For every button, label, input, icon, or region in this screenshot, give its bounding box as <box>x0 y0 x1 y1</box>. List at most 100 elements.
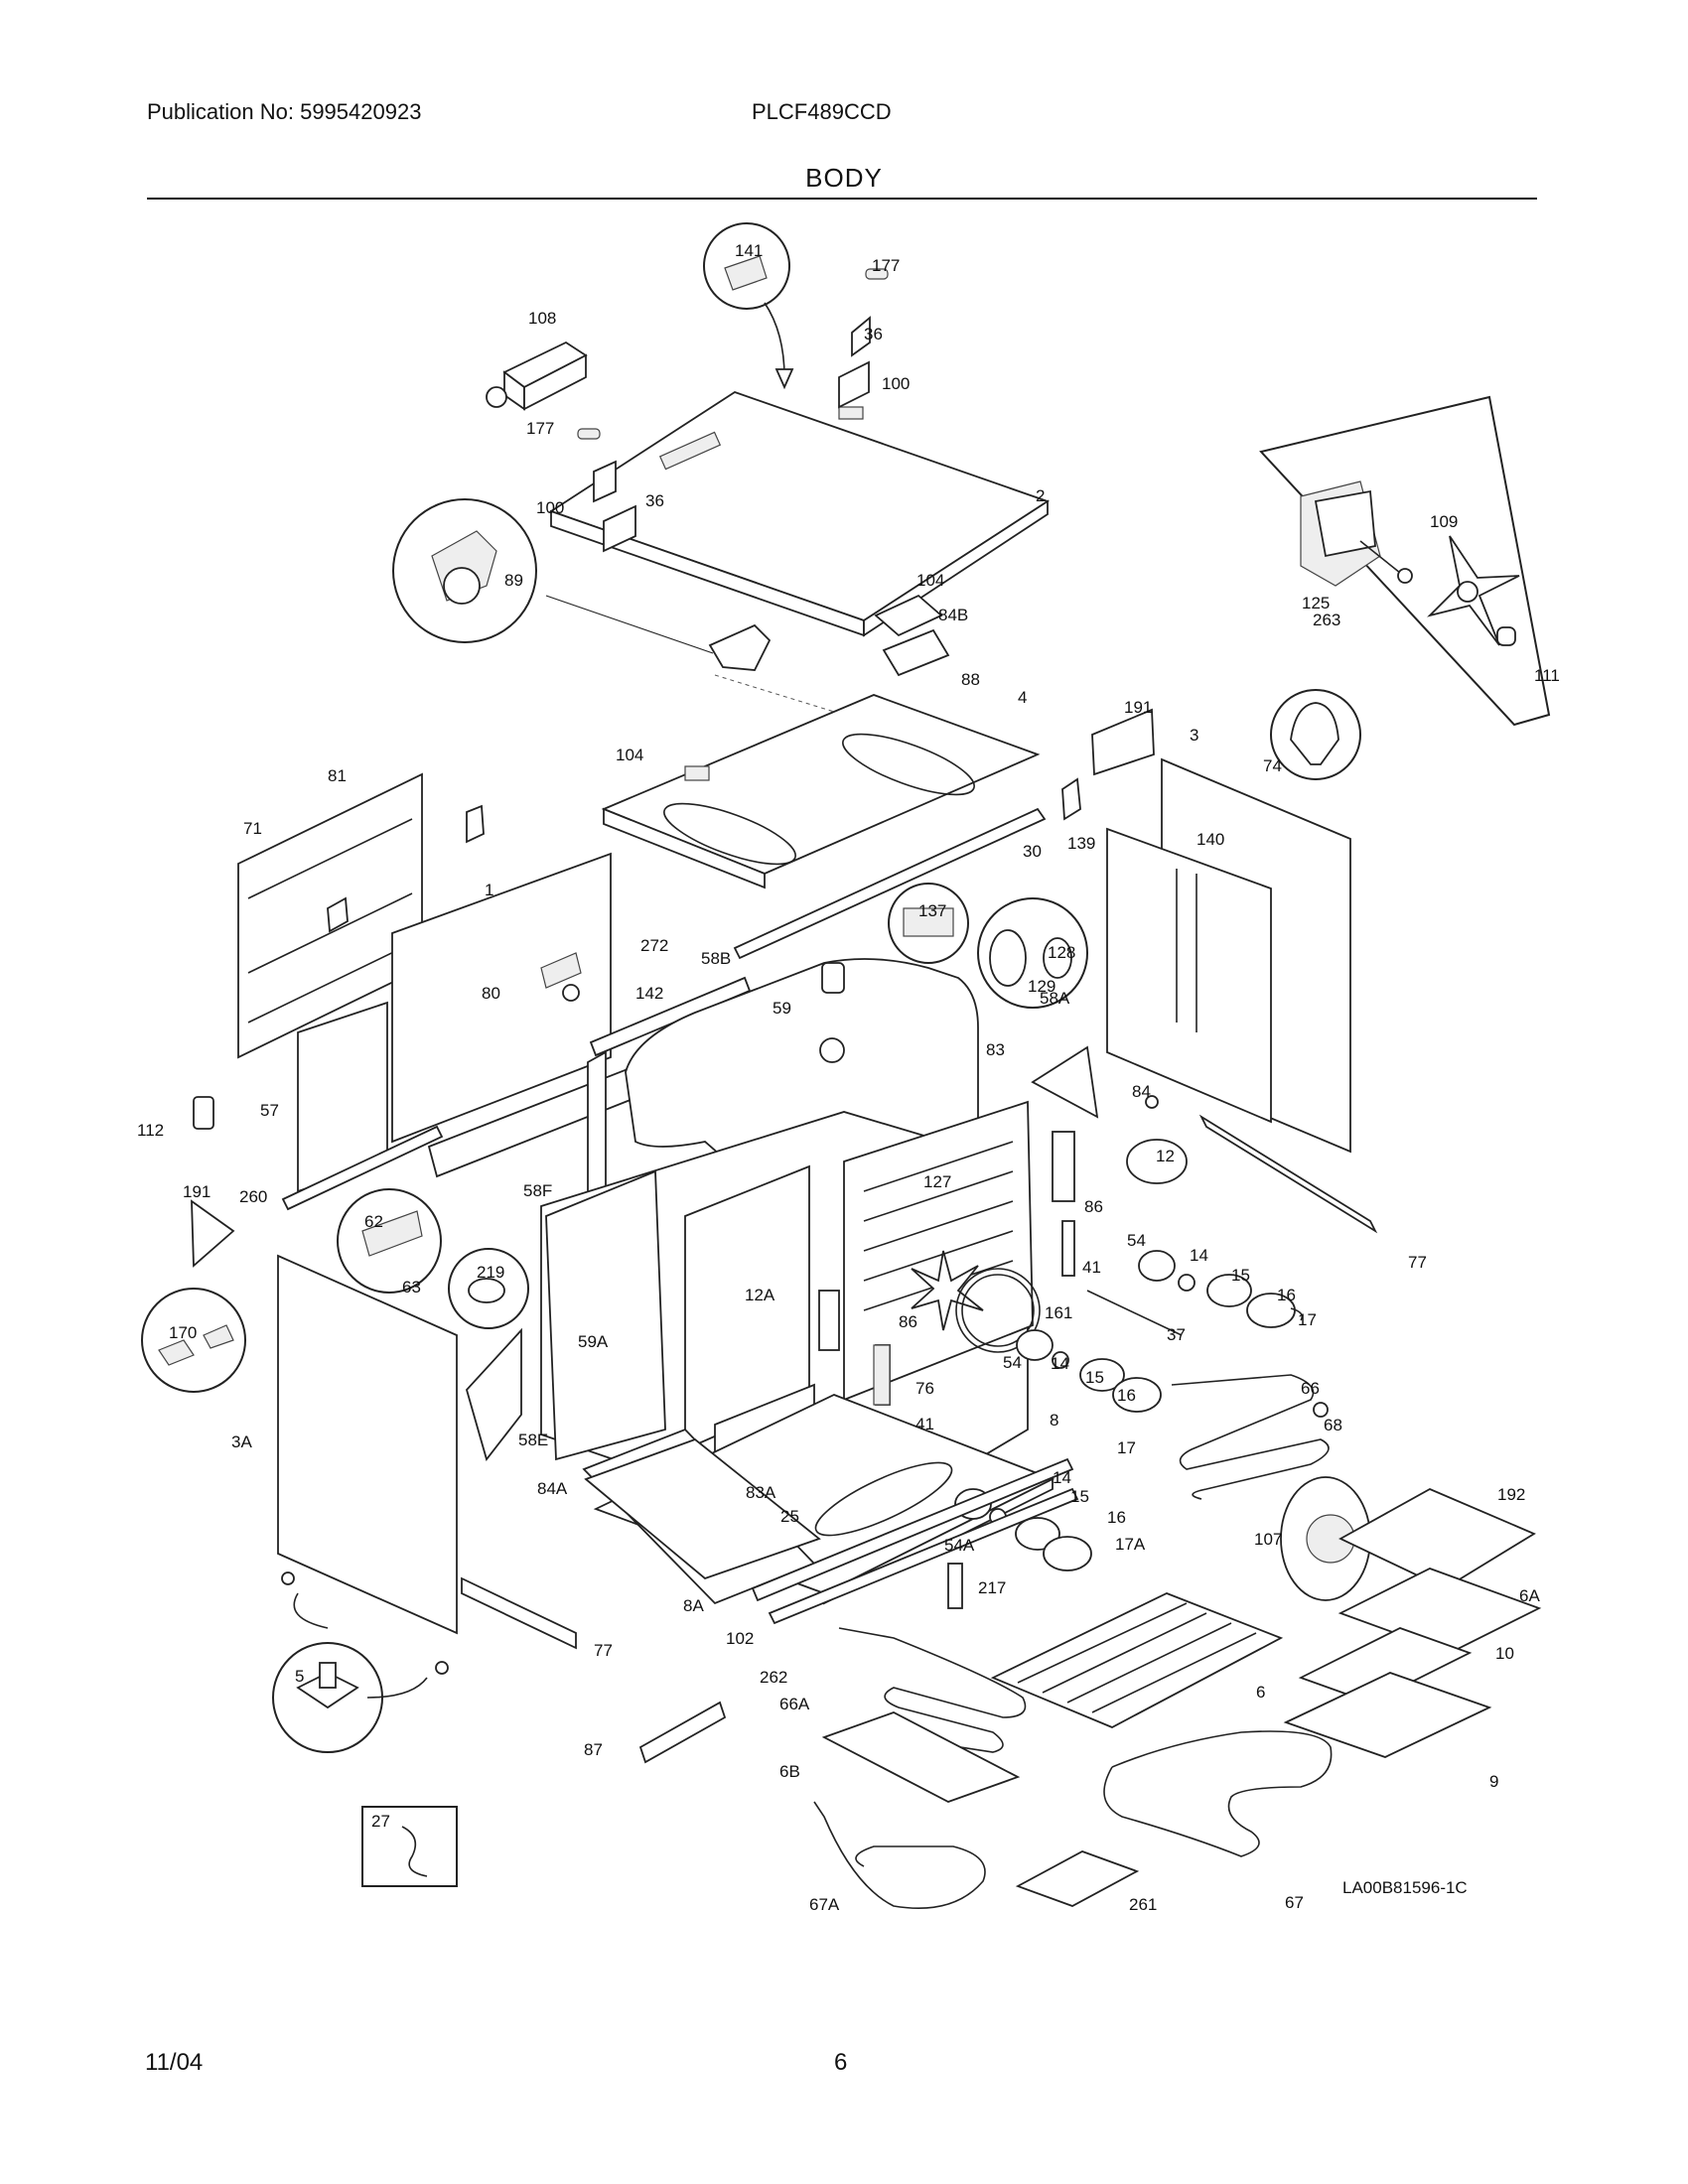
callout-label: 84A <box>537 1479 568 1498</box>
callout-label: 67A <box>809 1895 840 1914</box>
callout-label: 81 <box>328 766 347 785</box>
leveling-leg-5 <box>272 1571 449 1753</box>
callout-label: 161 <box>1045 1303 1072 1322</box>
bake-element-67a <box>813 1801 986 1909</box>
callout-label: 12 <box>1156 1147 1175 1165</box>
callout-label: 4 <box>1018 688 1027 707</box>
callout-label: 54A <box>944 1536 975 1555</box>
callout-label: 14 <box>1053 1468 1071 1487</box>
callout-label: 137 <box>918 901 946 920</box>
callout-label: 17A <box>1115 1535 1146 1554</box>
callout-label: 127 <box>923 1172 951 1191</box>
callout-label: 14 <box>1190 1246 1208 1265</box>
side-rail-77-left <box>461 1576 577 1650</box>
callout-label: 58F <box>523 1181 552 1200</box>
callout-label: 262 <box>760 1668 787 1687</box>
detail-circle-170 <box>141 1288 246 1393</box>
block-112 <box>193 1096 214 1130</box>
callout-label: 37 <box>1167 1325 1186 1344</box>
mounting-brackets-top <box>577 268 889 553</box>
callout-label: 219 <box>477 1263 504 1282</box>
callout-label: 16 <box>1117 1386 1136 1405</box>
callout-label: 41 <box>915 1415 934 1433</box>
callout-label: 15 <box>1231 1266 1250 1285</box>
broil-element-67 <box>1103 1730 1333 1857</box>
callout-label: 86 <box>1084 1197 1103 1216</box>
callout-label: 84B <box>938 606 968 624</box>
callout-label: 129 <box>1028 977 1055 996</box>
callout-label: 86 <box>899 1312 917 1331</box>
callout-label: 260 <box>239 1187 267 1206</box>
callout-label: 6B <box>779 1762 800 1781</box>
callout-label: 87 <box>584 1740 603 1759</box>
callout-label: 140 <box>1196 830 1224 849</box>
side-brackets-right <box>1061 708 1155 821</box>
callout-label: 16 <box>1107 1508 1126 1527</box>
convection-fan-blade <box>911 1250 984 1331</box>
lamp-parts-middle <box>1016 1329 1162 1413</box>
callout-label: 9 <box>1489 1772 1498 1791</box>
bracket-84 <box>1031 1045 1099 1119</box>
callout-label: 3 <box>1190 726 1198 745</box>
lamp-assembly-12 <box>1126 1095 1188 1184</box>
broil-pan-grid-192 <box>1338 1487 1536 1590</box>
model-number: PLCF489CCD <box>752 99 892 124</box>
callout-label: 142 <box>635 984 663 1003</box>
callout-label: 217 <box>978 1578 1006 1597</box>
detail-circle-62 <box>337 1188 442 1294</box>
callout-label: 15 <box>1085 1368 1104 1387</box>
callout-label: 59 <box>773 999 791 1018</box>
callout-label: 12A <box>745 1286 775 1304</box>
callout-label: 104 <box>616 746 643 764</box>
callout-label: 170 <box>169 1323 197 1342</box>
callout-label: 63 <box>402 1278 421 1297</box>
page-number: 6 <box>834 2049 848 2076</box>
bottom-drawer-liner-8a <box>584 1437 821 1580</box>
callout-label: 272 <box>640 936 668 955</box>
rack-slides-41 <box>873 1344 891 1406</box>
tray-261 <box>1015 1850 1140 1907</box>
callout-label: 77 <box>594 1641 613 1660</box>
detail-circle-89 <box>392 498 772 671</box>
callout-label: 88 <box>961 670 980 689</box>
right-side-panel-part <box>1106 757 1351 1154</box>
callout-label: 14 <box>1051 1354 1069 1373</box>
callout-label: 107 <box>1254 1530 1282 1549</box>
rail-260 <box>281 1125 444 1211</box>
callout-label: 83 <box>986 1040 1005 1059</box>
callout-label: 25 <box>780 1507 799 1526</box>
callout-label: 177 <box>526 419 554 438</box>
callout-label: 102 <box>726 1629 754 1648</box>
callout-label: 141 <box>735 241 763 260</box>
insulation-58e <box>545 1169 666 1461</box>
callout-label: 41 <box>1082 1258 1101 1277</box>
drawing-code: LA00B81596-1C <box>1342 1878 1468 1897</box>
callout-label: 30 <box>1023 842 1042 861</box>
left-side-panel-part <box>277 1254 458 1635</box>
callout-label: 80 <box>482 984 500 1003</box>
callout-label: 15 <box>1070 1487 1089 1506</box>
front-rails <box>751 1457 1079 1625</box>
callout-label: 58E <box>518 1431 548 1449</box>
callout-label: 8A <box>683 1596 704 1615</box>
callout-label: 54 <box>1127 1231 1146 1250</box>
callout-label: 128 <box>1048 943 1075 962</box>
header-divider <box>147 198 1537 200</box>
oven-sensor-37 <box>1086 1290 1183 1336</box>
convection-motor-detail <box>1259 395 1551 727</box>
exploded-parts-diagram: 141177108361001771003628910484B109125263… <box>137 222 1560 1914</box>
cooling-fan-part <box>486 341 588 411</box>
side-rail-77-right <box>1198 1114 1378 1234</box>
callout-label: 77 <box>1408 1253 1427 1272</box>
callout-label: 125 <box>1302 594 1330 613</box>
callout-label: 76 <box>915 1379 934 1398</box>
callout-label: 36 <box>645 491 664 510</box>
callout-label: 100 <box>536 498 564 517</box>
callout-label: 36 <box>864 325 883 343</box>
callout-label: 62 <box>364 1212 383 1231</box>
detail-circle-219 <box>448 1248 529 1329</box>
callout-label: 6 <box>1256 1683 1265 1702</box>
callout-label: 67 <box>1285 1893 1304 1912</box>
callout-label: 89 <box>504 571 523 590</box>
convection-element-ring <box>955 1268 1041 1353</box>
